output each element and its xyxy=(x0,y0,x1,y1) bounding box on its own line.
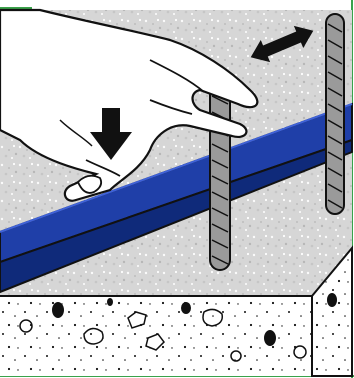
blue-profile xyxy=(0,102,353,294)
down-arrow-icon xyxy=(90,108,132,160)
double-arrow-icon xyxy=(250,25,314,63)
hand-illustration xyxy=(0,8,259,202)
rebar-rod-right xyxy=(325,13,345,215)
concrete-slab xyxy=(0,245,353,377)
